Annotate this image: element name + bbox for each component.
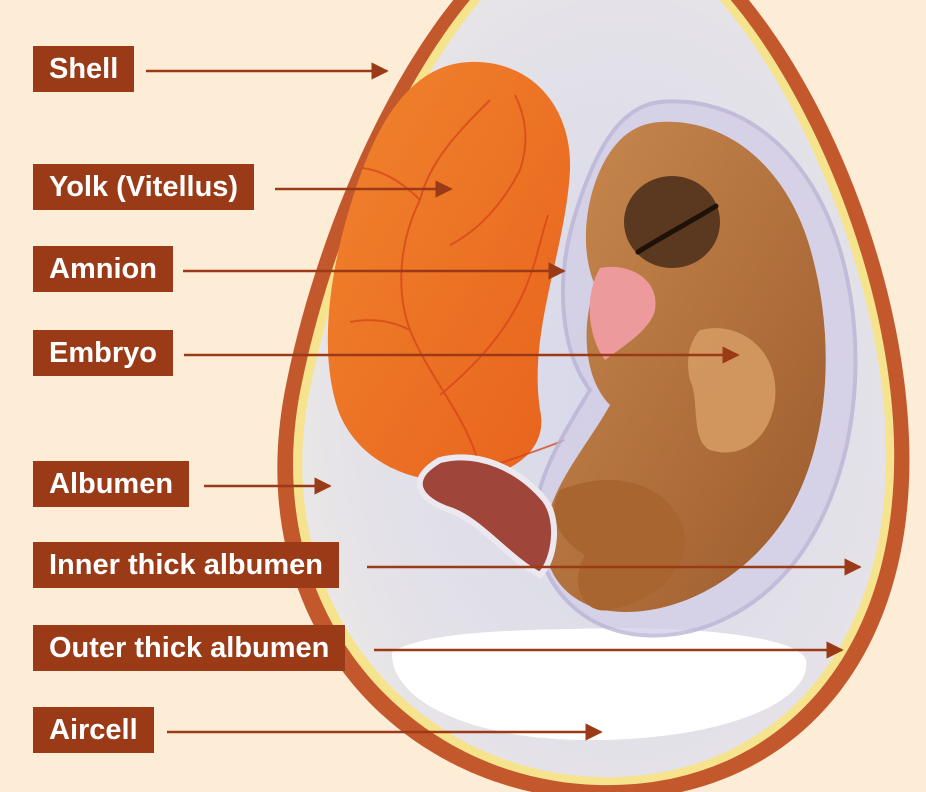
label-yolk: Yolk (Vitellus): [33, 164, 254, 210]
label-outer-thick-albumen: Outer thick albumen: [33, 625, 345, 671]
label-embryo: Embryo: [33, 330, 173, 376]
label-amnion: Amnion: [33, 246, 173, 292]
label-shell: Shell: [33, 46, 134, 92]
label-aircell: Aircell: [33, 707, 154, 753]
label-albumen: Albumen: [33, 461, 189, 507]
label-inner-thick-albumen: Inner thick albumen: [33, 542, 339, 588]
